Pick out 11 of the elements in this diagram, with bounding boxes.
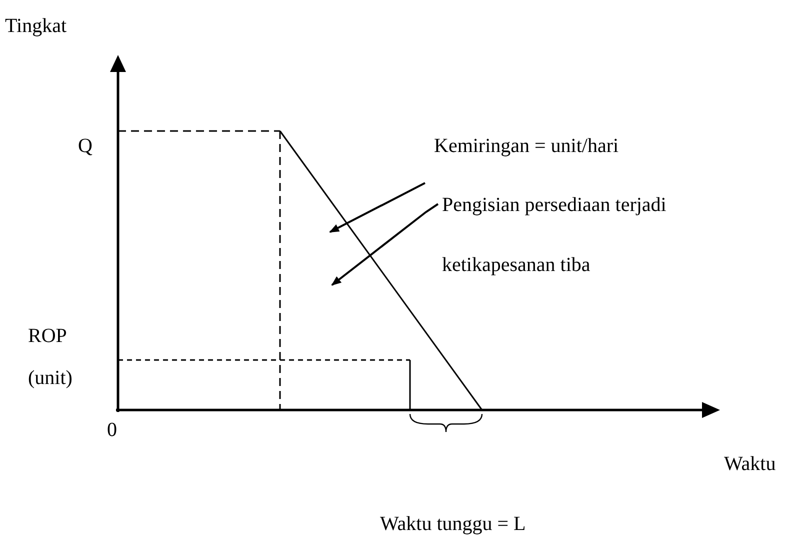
leader-arrow: [329, 182, 426, 233]
axis-title: Waktu: [724, 452, 776, 476]
annotation-text: Pengisian persediaan terjadi ketikapesanan tiba: [442, 175, 712, 295]
annotation-text: Kemiringan = unit/hari: [434, 134, 619, 158]
leader-arrow: [331, 203, 439, 286]
axis-label: 0: [107, 418, 117, 442]
axis-label: Q: [78, 134, 92, 158]
axis-title: Tingkat: [5, 14, 67, 38]
axis-label: ROP: [28, 324, 67, 348]
annotation-text: Waktu tunggu = L: [380, 512, 526, 536]
axis-label: (unit): [28, 366, 72, 390]
